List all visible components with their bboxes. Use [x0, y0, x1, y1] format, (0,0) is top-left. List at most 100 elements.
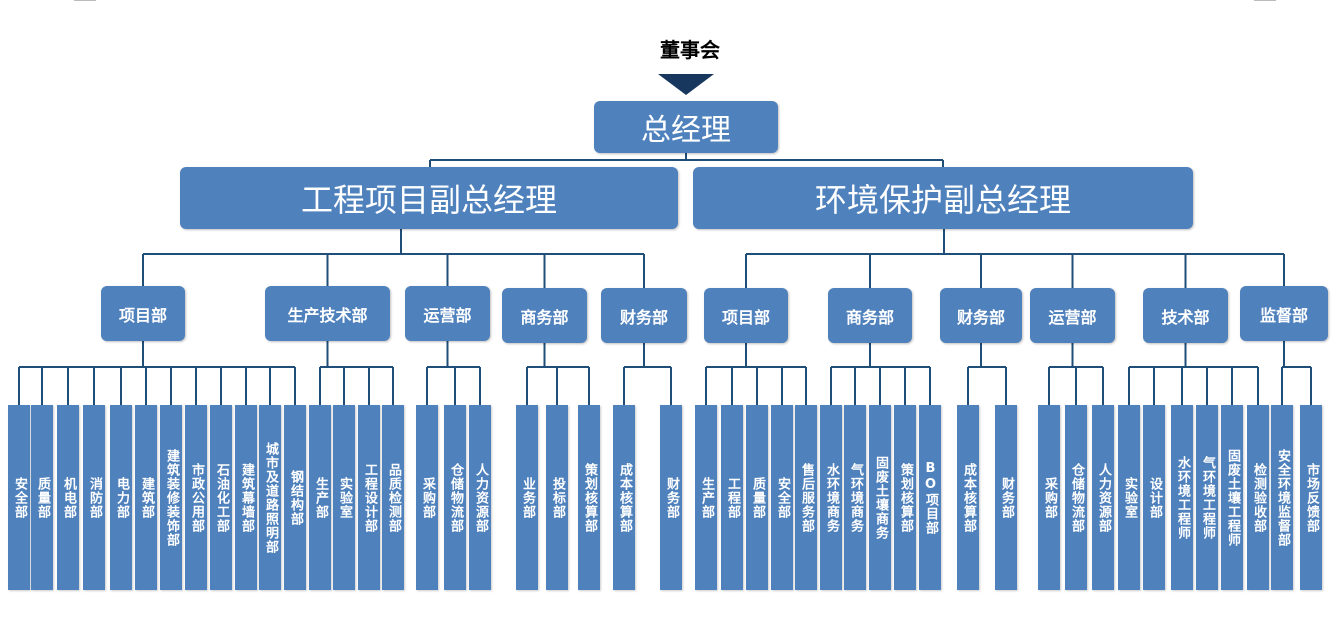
unit-box: 气环境商务	[844, 405, 866, 590]
unit-label: 安全部	[775, 476, 790, 519]
unit-box: 安全部	[8, 405, 30, 590]
dept-box: 财务部	[601, 288, 687, 343]
unit-label: 人力资源部	[1096, 462, 1111, 533]
unit-box: 水环境商务	[820, 405, 842, 590]
unit-label: 建筑部	[139, 476, 154, 519]
unit-label: 仓储物流部	[448, 462, 463, 533]
unit-box: 水环境工程师	[1171, 405, 1193, 590]
unit-box: 售后服务部	[795, 405, 817, 590]
unit-label: 仓储物流部	[1069, 462, 1084, 533]
general-manager-label: 总经理	[641, 113, 731, 148]
unit-label: 实验室	[1122, 476, 1137, 519]
unit-box: 工程设计部	[358, 405, 380, 590]
dept-box: 项目部	[704, 288, 788, 343]
unit-label: 策划核算部	[898, 462, 913, 533]
unit-label: 检测验收部	[1251, 462, 1266, 533]
unit-box: 建筑装修装饰部	[160, 405, 182, 590]
unit-label: 水环境商务	[824, 462, 839, 533]
unit-label: 生产部	[313, 476, 328, 519]
unit-label: 策划核算部	[582, 462, 597, 533]
board-arrow-icon	[658, 74, 714, 95]
unit-box: 人力资源部	[469, 405, 491, 590]
vp-engineering-box: 工程项目副总经理	[180, 167, 678, 229]
unit-box: 策划核算部	[894, 405, 916, 590]
unit-box: 成本核算部	[957, 405, 979, 590]
unit-label: 售后服务部	[799, 462, 814, 533]
unit-label: 品质检测部	[386, 462, 401, 533]
unit-label: 安全部	[12, 476, 27, 519]
unit-box: 仓储物流部	[1065, 405, 1087, 590]
vp-environment-box: 环境保护副总经理	[693, 167, 1193, 229]
unit-label: 固废土壤工程师	[1225, 448, 1240, 547]
dept-box: 运营部	[405, 286, 490, 341]
unit-label: 气环境商务	[848, 462, 863, 533]
dept-label: 运营部	[1048, 307, 1097, 327]
dept-label: 运营部	[423, 305, 472, 325]
unit-box: 采购部	[416, 405, 438, 590]
unit-box: 品质检测部	[382, 405, 404, 590]
unit-label: 业务部	[520, 476, 535, 519]
unit-label: 工程部	[725, 476, 740, 519]
dept-label: 项目部	[118, 305, 167, 325]
dept-box: 运营部	[1030, 288, 1115, 343]
page-corner-mark	[74, 0, 96, 1]
dept-box: 商务部	[828, 288, 912, 343]
unit-label: 机电部	[61, 476, 76, 519]
unit-box: 实验室	[1118, 405, 1140, 590]
unit-label: 质量部	[35, 476, 50, 519]
dept-box: 项目部	[101, 286, 185, 341]
unit-label: 气环境工程师	[1200, 455, 1215, 540]
vp-environment-label: 环境保护副总经理	[814, 181, 1071, 219]
unit-box: 实验室	[333, 405, 355, 590]
unit-label: 成本核算部	[961, 462, 976, 533]
unit-box: 市场反馈部	[1300, 405, 1322, 590]
unit-box: 工程部	[721, 405, 743, 590]
unit-label: 城市及道路照明部	[263, 441, 278, 554]
unit-label: 石油化工部	[214, 462, 229, 533]
dept-label: 商务部	[520, 307, 569, 327]
unit-box: 质量部	[746, 405, 768, 590]
unit-box: 生产部	[309, 405, 331, 590]
unit-label: 投标部	[550, 476, 565, 519]
unit-box: 安全部	[771, 405, 793, 590]
unit-label: 工程设计部	[362, 462, 377, 533]
unit-label: 市场反馈部	[1304, 462, 1319, 533]
vp-engineering-label: 工程项目副总经理	[300, 181, 557, 219]
unit-label: 生产部	[699, 476, 714, 519]
unit-box: 固废土壤工程师	[1221, 405, 1243, 590]
unit-box: 仓储物流部	[444, 405, 466, 590]
unit-box: 石油化工部	[210, 405, 232, 590]
unit-box: 电力部	[110, 405, 132, 590]
dept-box: 技术部	[1143, 288, 1228, 343]
unit-box: 检测验收部	[1247, 405, 1269, 590]
general-manager-box: 总经理	[594, 101, 778, 153]
unit-label: 消防部	[87, 476, 102, 519]
unit-box: 成本核算部	[613, 405, 635, 590]
unit-box: 城市及道路照明部	[259, 405, 281, 590]
unit-box: 财务部	[995, 405, 1017, 590]
unit-box: 市政公用部	[185, 405, 207, 590]
unit-label: 设计部	[1147, 476, 1162, 519]
dept-label: 监督部	[1259, 305, 1308, 325]
unit-box: 消防部	[83, 405, 105, 590]
unit-label: 财务部	[664, 476, 679, 519]
unit-label: 财务部	[999, 476, 1014, 519]
unit-label: 市政公用部	[189, 462, 204, 533]
unit-box: 固废土壤商务	[869, 405, 891, 590]
unit-box: 建筑部	[135, 405, 157, 590]
unit-label: 实验室	[337, 476, 352, 519]
unit-box: 质量部	[31, 405, 53, 590]
unit-box: 安全环境监督部	[1271, 405, 1293, 590]
page-corner-mark	[1254, 0, 1276, 1]
unit-box: BO项目部	[919, 405, 941, 590]
dept-label: 技术部	[1161, 307, 1210, 327]
unit-box: 生产部	[695, 405, 717, 590]
unit-box: 业务部	[516, 405, 538, 590]
unit-label: 采购部	[1042, 476, 1057, 519]
unit-box: 建筑幕墙部	[235, 405, 257, 590]
unit-box: 人力资源部	[1092, 405, 1114, 590]
unit-box: 机电部	[57, 405, 79, 590]
unit-label: 水环境工程师	[1175, 455, 1190, 540]
